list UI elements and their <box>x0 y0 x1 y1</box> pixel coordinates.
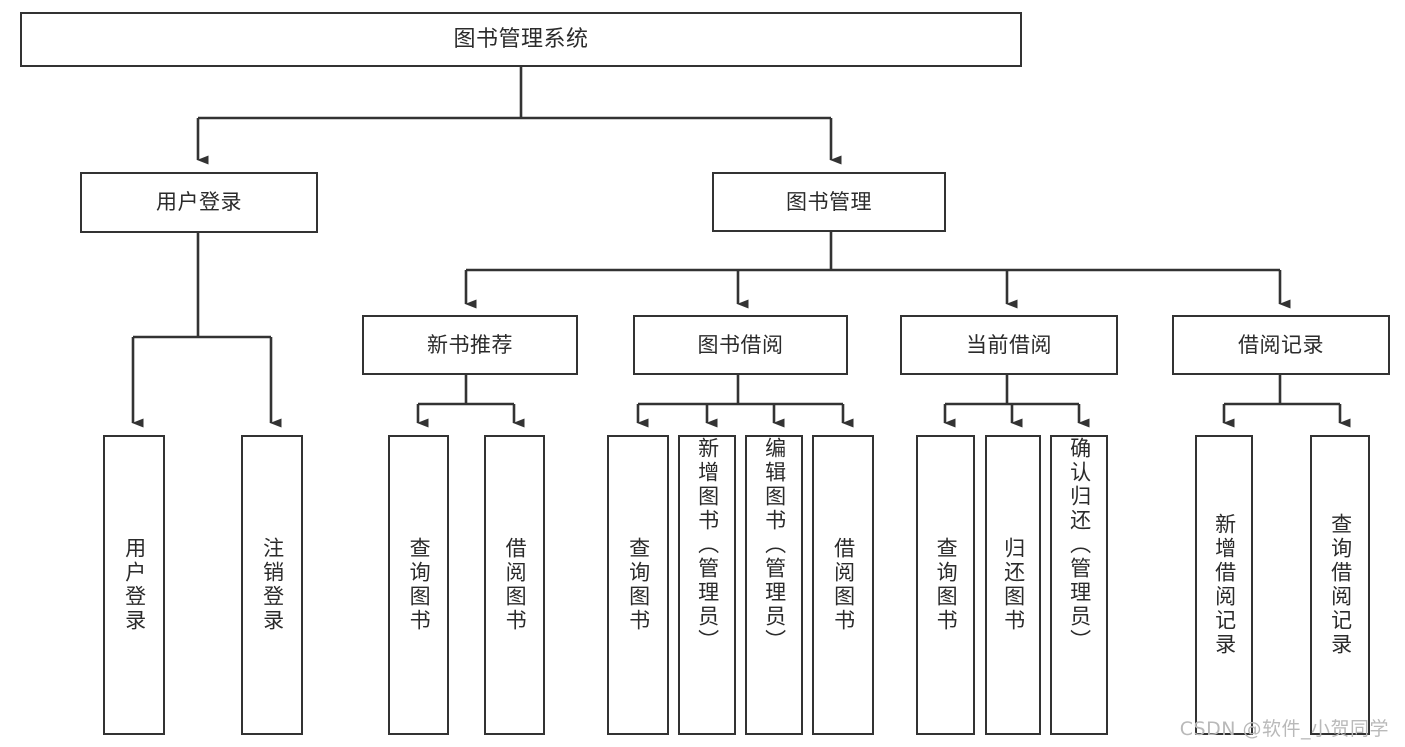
node-label: 图书借阅 <box>697 332 784 357</box>
node-label: 查询图书 <box>626 537 651 633</box>
leaf-book-borrow-borrow-book[interactable]: 借阅图书 <box>812 435 874 735</box>
node-book-management[interactable]: 图书管理 <box>712 172 946 232</box>
node-label: 借阅图书 <box>503 537 528 633</box>
node-label: 图书管理 <box>786 189 872 214</box>
node-new-book-recommend[interactable]: 新书推荐 <box>362 315 578 375</box>
leaf-book-borrow-query-book[interactable]: 查询图书 <box>607 435 669 735</box>
node-label: 注销登录 <box>260 537 285 633</box>
leaf-current-borrow-return-book[interactable]: 归还图书 <box>985 435 1041 735</box>
node-book-borrow[interactable]: 图书借阅 <box>633 315 848 375</box>
leaf-book-borrow-edit-book-admin[interactable]: 编辑图书（管理员） <box>745 435 803 735</box>
node-label: 借阅记录 <box>1238 332 1324 357</box>
node-label: 查询图书 <box>934 537 959 633</box>
node-borrow-record[interactable]: 借阅记录 <box>1172 315 1390 375</box>
node-label: 编辑图书（管理员） <box>762 437 787 653</box>
node-label: 用户登录 <box>156 190 242 215</box>
leaf-new-book-query-book[interactable]: 查询图书 <box>388 435 449 735</box>
leaf-new-book-borrow-book[interactable]: 借阅图书 <box>484 435 545 735</box>
node-label: 图书管理系统 <box>453 26 589 52</box>
node-label: 查询图书 <box>407 537 432 633</box>
leaf-book-borrow-add-book-admin[interactable]: 新增图书（管理员） <box>678 435 736 735</box>
leaf-current-borrow-confirm-return-admin[interactable]: 确认归还（管理员） <box>1050 435 1108 735</box>
leaf-user-login-logout[interactable]: 注销登录 <box>241 435 303 735</box>
node-label: 新增图书（管理员） <box>695 437 720 653</box>
node-label: 查询借阅记录 <box>1328 513 1353 657</box>
node-user-login[interactable]: 用户登录 <box>80 172 318 233</box>
node-current-borrow[interactable]: 当前借阅 <box>900 315 1118 375</box>
node-label: 用户登录 <box>122 537 147 633</box>
node-label: 归还图书 <box>1001 537 1026 633</box>
node-label: 借阅图书 <box>831 537 856 633</box>
node-label: 新增借阅记录 <box>1212 513 1237 657</box>
node-label: 当前借阅 <box>966 332 1052 357</box>
leaf-current-borrow-query-book[interactable]: 查询图书 <box>916 435 975 735</box>
node-label: 确认归还（管理员） <box>1067 437 1092 653</box>
leaf-user-login-login[interactable]: 用户登录 <box>103 435 165 735</box>
node-root-book-management-system[interactable]: 图书管理系统 <box>20 12 1022 67</box>
leaf-borrow-record-add-record[interactable]: 新增借阅记录 <box>1195 435 1253 735</box>
leaf-borrow-record-query-record[interactable]: 查询借阅记录 <box>1310 435 1370 735</box>
node-label: 新书推荐 <box>427 332 513 357</box>
